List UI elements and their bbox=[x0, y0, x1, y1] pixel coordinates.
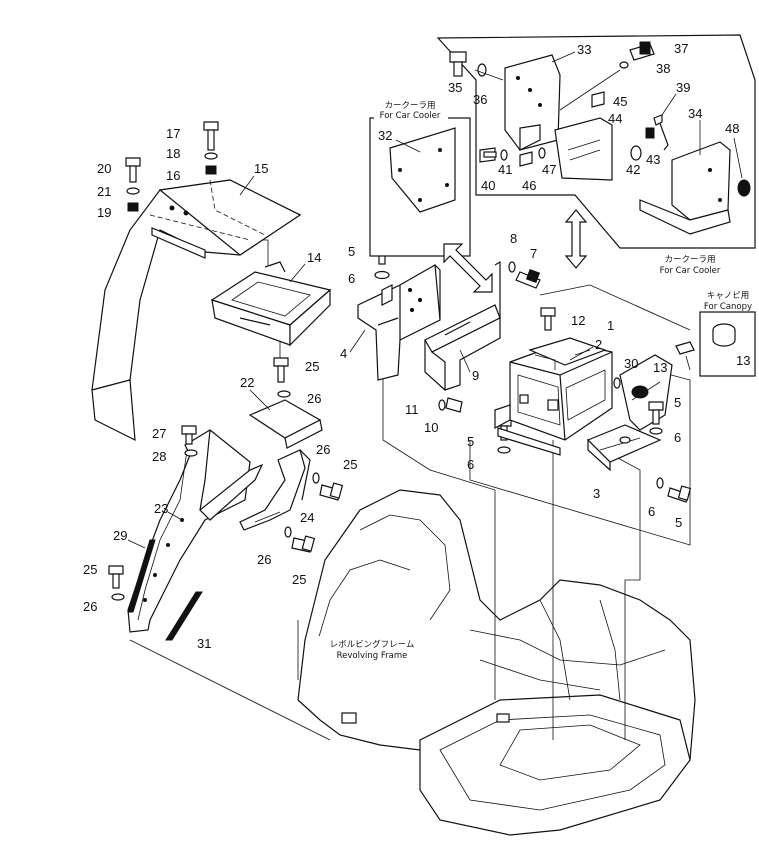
callout-26c: 26 bbox=[257, 552, 271, 567]
callout-4: 4 bbox=[340, 346, 347, 361]
callout-40: 40 bbox=[481, 178, 495, 193]
canopy-en: For Canopy bbox=[704, 302, 752, 312]
part-23-frame bbox=[127, 429, 264, 633]
part-1-controller-box bbox=[494, 337, 613, 456]
revolving-frame-label: レボルビングフレーム Revolving Frame bbox=[308, 636, 436, 662]
fasteners-left-lower bbox=[108, 357, 344, 601]
callout-13b: 13 bbox=[736, 353, 750, 368]
callout-47: 47 bbox=[542, 162, 556, 177]
small-connector-right bbox=[675, 341, 695, 371]
callout-2: 2 bbox=[595, 337, 602, 352]
part-4-bracket bbox=[357, 264, 441, 381]
callout-17: 17 bbox=[166, 126, 180, 141]
callout-20: 20 bbox=[97, 161, 111, 176]
canopy-jp: キャノピ用 bbox=[707, 291, 750, 301]
callout-8: 8 bbox=[510, 231, 517, 246]
part-9-bracket bbox=[424, 260, 501, 391]
callout-31: 31 bbox=[197, 636, 211, 651]
callout-25c: 25 bbox=[292, 572, 306, 587]
callout-48: 48 bbox=[725, 121, 739, 136]
callout-45: 45 bbox=[613, 94, 627, 109]
callout-11: 11 bbox=[405, 402, 419, 417]
callout-28: 28 bbox=[152, 449, 166, 464]
callout-32: 32 bbox=[378, 128, 392, 143]
callout-26b: 26 bbox=[316, 442, 330, 457]
callout-10: 10 bbox=[424, 420, 438, 435]
frame-label-jp: レボルビングフレーム bbox=[330, 639, 415, 650]
callout-22: 22 bbox=[240, 375, 254, 390]
callout-39: 39 bbox=[676, 80, 690, 95]
callout-46: 46 bbox=[522, 178, 536, 193]
callout-5d: 5 bbox=[675, 515, 682, 530]
callout-16: 16 bbox=[166, 168, 180, 183]
callout-14: 14 bbox=[307, 250, 321, 265]
callout-19: 19 bbox=[97, 205, 111, 220]
callout-9: 9 bbox=[472, 368, 479, 383]
callout-43: 43 bbox=[646, 152, 660, 167]
part-29-strip bbox=[127, 539, 156, 613]
fasteners-top-left bbox=[125, 121, 219, 212]
part-24-bracket bbox=[239, 449, 311, 531]
callout-27: 27 bbox=[152, 426, 166, 441]
callout-25b: 25 bbox=[343, 457, 357, 472]
car-cooler-box-right: カークーラ用 For Car Cooler bbox=[436, 34, 756, 276]
callout-18: 18 bbox=[166, 146, 180, 161]
car-cooler-right-en: For Car Cooler bbox=[660, 266, 721, 276]
callout-26a: 26 bbox=[307, 391, 321, 406]
callout-23: 23 bbox=[154, 501, 168, 516]
callout-7: 7 bbox=[530, 246, 537, 261]
callout-26d: 26 bbox=[83, 599, 97, 614]
canopy-box: キャノピ用 For Canopy bbox=[699, 291, 756, 377]
callout-labels: 1 2 3 4 5 5 5 5 6 6 6 6 7 8 9 10 11 12 1… bbox=[83, 41, 750, 651]
callout-44: 44 bbox=[608, 111, 622, 126]
callout-1: 1 bbox=[607, 318, 614, 333]
car-cooler-box-left: カークーラ用 For Car Cooler bbox=[369, 99, 471, 257]
callout-24: 24 bbox=[300, 510, 314, 525]
callout-6c: 6 bbox=[674, 430, 681, 445]
callout-30: 30 bbox=[624, 356, 638, 371]
callout-35: 35 bbox=[448, 80, 462, 95]
part-31-strip bbox=[165, 591, 203, 641]
frame-label-en: Revolving Frame bbox=[337, 651, 408, 661]
car-cooler-right-jp: カークーラ用 bbox=[664, 255, 715, 265]
fasteners-right-mid bbox=[648, 401, 692, 503]
callout-41: 41 bbox=[498, 162, 512, 177]
part-3-bracket bbox=[586, 424, 662, 472]
callout-25d: 25 bbox=[83, 562, 97, 577]
part-14-box bbox=[210, 261, 332, 347]
callout-5c: 5 bbox=[674, 395, 681, 410]
callout-5a: 5 bbox=[348, 244, 355, 259]
callout-12: 12 bbox=[571, 313, 585, 328]
part-15-cover bbox=[91, 179, 302, 442]
part-22-plate bbox=[248, 399, 323, 449]
callout-21: 21 bbox=[97, 184, 111, 199]
double-arrow-vertical bbox=[564, 209, 588, 269]
car-cooler-left-jp: カークーラ用 bbox=[384, 101, 435, 111]
callout-3: 3 bbox=[593, 486, 600, 501]
revolving-frame bbox=[297, 489, 696, 836]
callout-13a: 13 bbox=[653, 360, 667, 375]
callout-6b: 6 bbox=[467, 457, 474, 472]
callout-42: 42 bbox=[626, 162, 640, 177]
callout-6d: 6 bbox=[648, 504, 655, 519]
callout-15: 15 bbox=[254, 161, 268, 176]
callout-33: 33 bbox=[577, 42, 591, 57]
callout-6a: 6 bbox=[348, 271, 355, 286]
callout-25a: 25 bbox=[305, 359, 319, 374]
double-arrow-diagonal bbox=[443, 243, 493, 293]
callout-34: 34 bbox=[688, 106, 702, 121]
callout-36: 36 bbox=[473, 92, 487, 107]
car-cooler-left-en: For Car Cooler bbox=[380, 111, 441, 121]
callout-29: 29 bbox=[113, 528, 127, 543]
callout-37: 37 bbox=[674, 41, 688, 56]
callout-38: 38 bbox=[656, 61, 670, 76]
callout-5b: 5 bbox=[467, 434, 474, 449]
